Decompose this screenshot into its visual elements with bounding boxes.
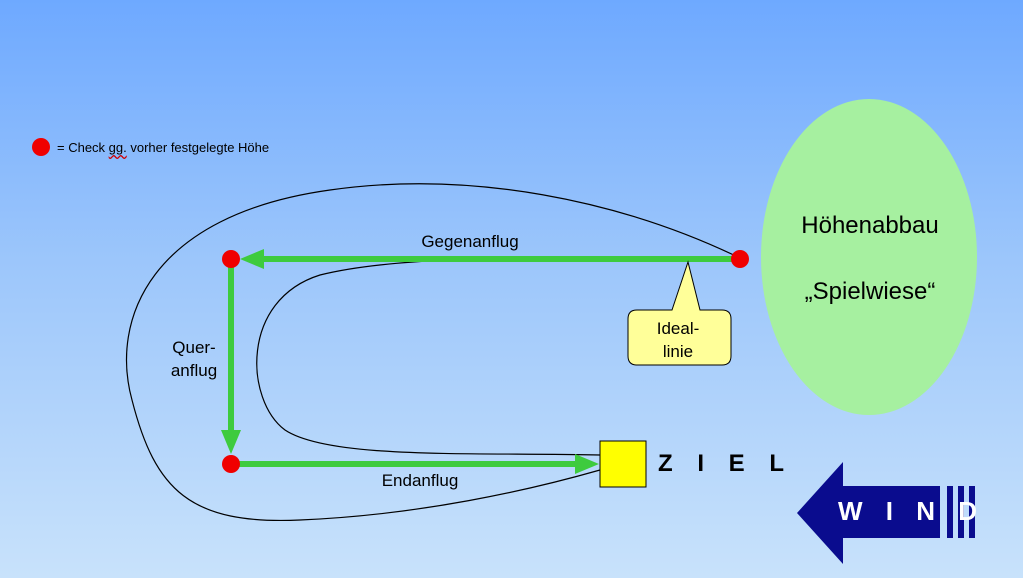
check-point-top-left [222,250,240,268]
gegenanflug-arrowhead [240,249,264,269]
queranflug-arrowhead [221,430,241,454]
ziel-label: Z I E L [658,450,793,477]
spielwiese-label: „Spielwiese“ [804,278,936,305]
queranflug-label: Quer- anflug [170,338,218,380]
check-point-bottom-left [222,455,240,473]
endanflug-arrowhead [575,454,599,474]
wind-label: W I N D [838,496,985,526]
endanflug-label: Endanflug [381,471,459,490]
ziel-square [599,440,647,488]
hoehenabbau-title: Höhenabbau [801,212,939,239]
outer-flight-path [125,183,741,522]
ideallinie-callout [627,260,732,366]
ideallinie-callout-text: Ideal- linie [656,319,700,361]
check-point-top-right [731,250,749,268]
gegenanflug-label: Gegenanflug [421,232,519,251]
legend-check-dot [32,138,50,156]
hoehenabbau-zone [761,99,977,415]
legend-text: = Check gg. vorher festgelegte Höhe [57,140,270,155]
wind-arrow [797,462,975,564]
